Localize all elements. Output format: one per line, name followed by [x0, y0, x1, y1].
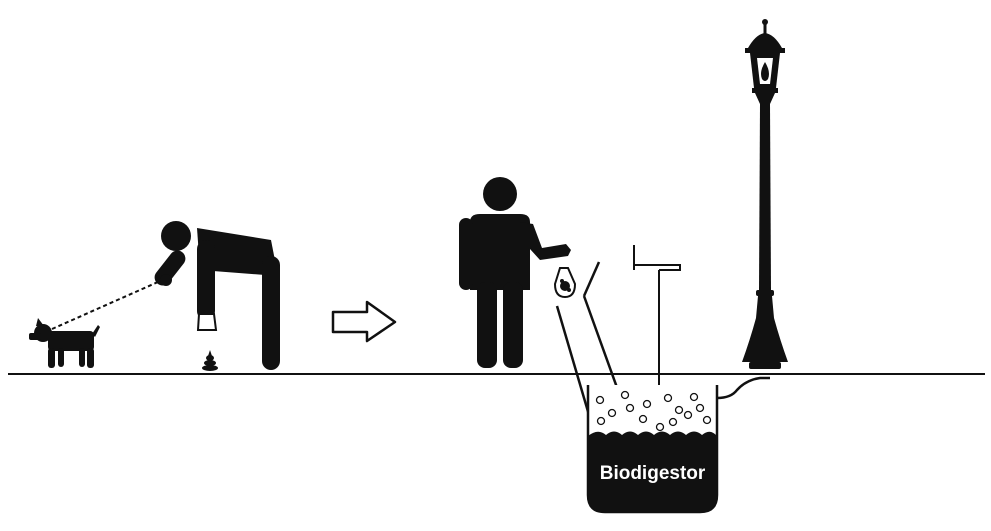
- plastic-bag-icon: [196, 310, 218, 331]
- lamp-flame-icon: [757, 58, 773, 84]
- dog-icon: [29, 318, 100, 368]
- biodigester-label: Biodigestor: [600, 463, 706, 484]
- gas-pipe-icon: [716, 376, 770, 400]
- dog-waste-icon: [202, 350, 218, 371]
- standing-person-icon: [459, 177, 571, 368]
- leash-icon: [51, 277, 168, 330]
- waste-bag-icon: [553, 267, 577, 299]
- bending-person-icon: [154, 221, 280, 370]
- biodigester-tank-icon: [586, 385, 719, 514]
- arrow-right-icon: [331, 300, 397, 343]
